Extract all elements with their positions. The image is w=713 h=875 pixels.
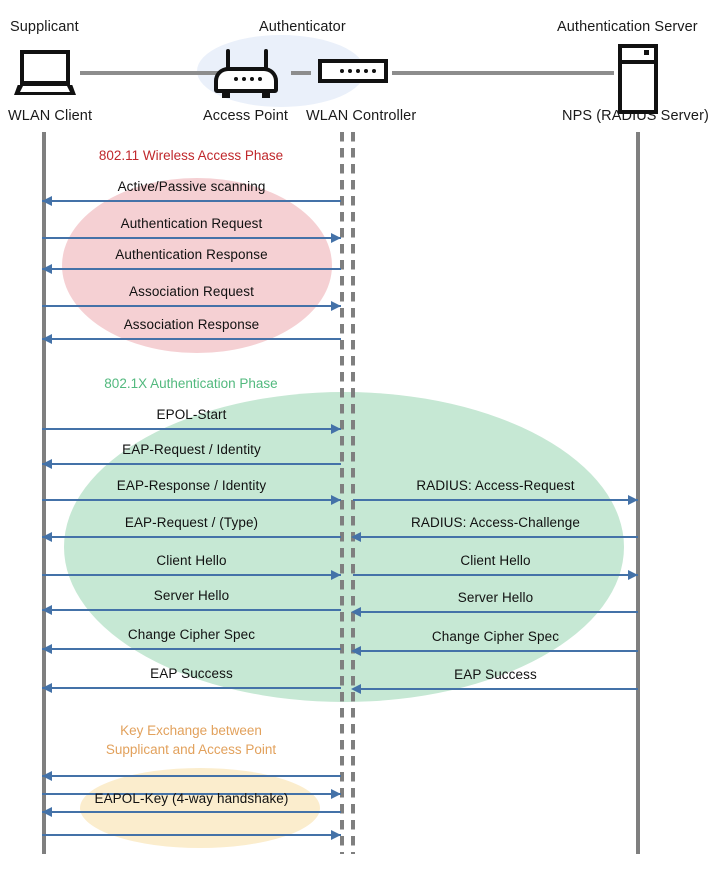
link-client-to-ap bbox=[80, 71, 220, 75]
actor-role-supplicant: Supplicant bbox=[10, 19, 79, 35]
phase-key-exchange-blob bbox=[80, 768, 320, 848]
lifeline-supplicant bbox=[42, 132, 46, 854]
message-label: Change Cipher Spec bbox=[431, 629, 560, 644]
access-point-icon bbox=[214, 49, 278, 99]
phase-802-11-title: 802.11 Wireless Access Phase bbox=[98, 148, 284, 163]
message-label: RADIUS: Access-Challenge bbox=[411, 515, 580, 530]
server-icon bbox=[618, 44, 658, 114]
message-label: Server Hello bbox=[457, 590, 534, 605]
actor-role-authentication-server: Authentication Server bbox=[557, 19, 698, 35]
message-label: EAP-Request / (Type) bbox=[124, 515, 259, 530]
phase-802-1x-blob bbox=[64, 392, 624, 702]
phase-802-1x-title: 802.1X Authentication Phase bbox=[104, 376, 278, 391]
message-label: EAP Success bbox=[454, 667, 537, 682]
lifeline-wlan-controller bbox=[351, 132, 355, 854]
message-label: Client Hello bbox=[156, 553, 227, 568]
actor-device-wlan-client: WLAN Client bbox=[8, 108, 93, 124]
message-label: EAP-Request / Identity bbox=[122, 442, 261, 457]
message-label: Client Hello bbox=[460, 553, 531, 568]
message-label: EAPOL-Key (4-way handshake) bbox=[94, 791, 289, 806]
message-label: Server Hello bbox=[153, 588, 230, 603]
phase-key-exchange-title-line1: Key Exchange between bbox=[120, 723, 262, 738]
message-label: RADIUS: Access-Request bbox=[416, 478, 575, 493]
message-label: Association Request bbox=[129, 284, 254, 299]
actor-device-wlan-controller: WLAN Controller bbox=[306, 108, 417, 124]
actor-device-access-point: Access Point bbox=[203, 108, 289, 124]
phase-802-11-blob bbox=[62, 178, 332, 353]
wlan-controller-icon bbox=[318, 59, 388, 83]
message-label: Active/Passive scanning bbox=[117, 179, 266, 194]
message-label: Authentication Response bbox=[115, 247, 268, 262]
message-label: EAP Success bbox=[150, 666, 233, 681]
laptop-icon bbox=[14, 50, 76, 96]
message-label: Authentication Request bbox=[120, 216, 263, 231]
message-label: EPOL-Start bbox=[156, 407, 227, 422]
message-label: Change Cipher Spec bbox=[127, 627, 256, 642]
link-ap-to-controller bbox=[291, 71, 311, 75]
link-controller-to-server bbox=[392, 71, 614, 75]
lifeline-auth-server bbox=[636, 132, 640, 854]
lifeline-access-point bbox=[340, 132, 344, 854]
message-label: Association Response bbox=[123, 317, 260, 332]
message-label: EAP-Response / Identity bbox=[116, 478, 267, 493]
actor-device-nps-radius-server: NPS (RADIUS Server) bbox=[562, 108, 709, 124]
actor-role-authenticator: Authenticator bbox=[259, 19, 346, 35]
phase-key-exchange-title-line2: Supplicant and Access Point bbox=[105, 742, 277, 757]
phase-key-exchange-title: Key Exchange between Supplicant and Acce… bbox=[42, 721, 340, 759]
